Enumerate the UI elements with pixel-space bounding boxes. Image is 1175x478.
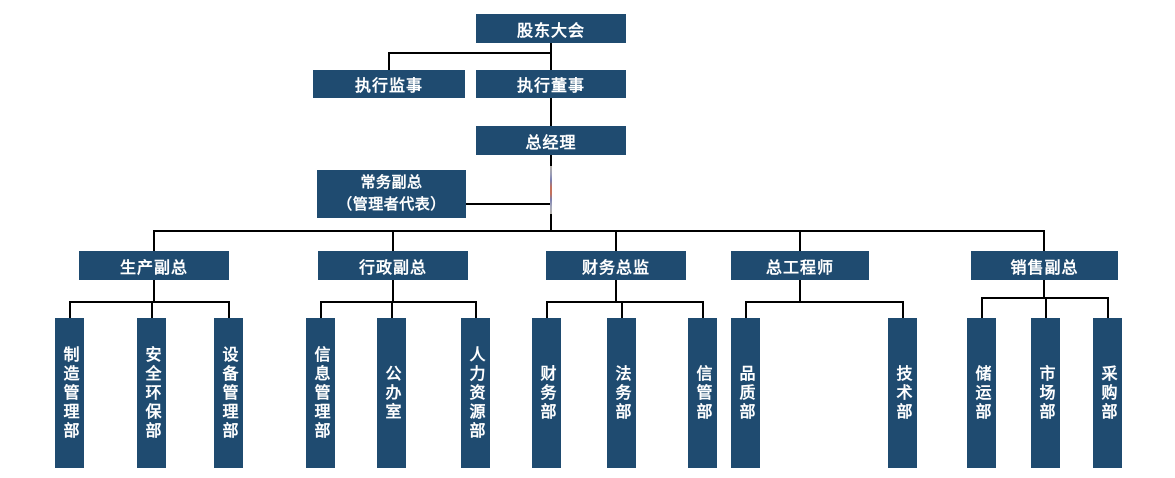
connector-line	[799, 230, 801, 251]
connector-line	[391, 301, 393, 318]
dept-legal: 法务部	[607, 318, 636, 468]
connector-line	[320, 301, 477, 303]
dept-label: 设备管理部	[219, 345, 239, 441]
node-chief-engineer: 总工程师	[731, 251, 869, 280]
connector-line	[702, 301, 704, 318]
connector-line	[981, 297, 983, 318]
connector-line	[550, 43, 552, 70]
dept-label: 安全环保部	[142, 345, 162, 441]
connector-line	[466, 203, 551, 205]
node-deputy-general-manager: 常务副总 （管理者代表）	[317, 170, 466, 218]
connector-line	[546, 301, 704, 303]
dept-finance: 财务部	[532, 318, 561, 468]
dept-label: 采购部	[1098, 364, 1118, 422]
node-label: 生产副总	[119, 257, 188, 277]
dept-technology: 技术部	[888, 318, 917, 468]
node-finance-director: 财务总监	[546, 251, 686, 280]
dept-label: 技术部	[893, 364, 913, 422]
dept-label: 储运部	[972, 364, 992, 422]
node-shareholders-meeting: 股东大会	[476, 14, 626, 43]
node-label: 总经理	[525, 132, 577, 152]
dept-label: 品质部	[736, 364, 756, 422]
dept-label: 信息管理部	[311, 345, 331, 441]
connector-line	[151, 301, 153, 318]
line-color-artifact	[550, 166, 552, 214]
dept-label: 人力资源部	[466, 345, 486, 441]
node-label: 总工程师	[765, 257, 834, 277]
connector-line	[69, 301, 230, 303]
connector-line	[1043, 230, 1045, 251]
connector-line	[615, 230, 617, 251]
dept-safety-environment: 安全环保部	[137, 318, 166, 468]
node-label: 执行监事	[354, 76, 423, 95]
connector-line	[228, 301, 230, 318]
node-label: 股东大会	[516, 20, 585, 40]
node-executive-supervisor: 执行监事	[313, 70, 465, 98]
dept-equipment-mgmt: 设备管理部	[214, 318, 243, 468]
dept-marketing: 市场部	[1031, 318, 1060, 468]
connector-line	[546, 301, 548, 318]
connector-line	[320, 301, 322, 318]
connector-line	[388, 52, 552, 54]
dept-human-resources: 人力资源部	[461, 318, 490, 468]
node-admin-vp: 行政副总	[318, 251, 468, 280]
dept-storage-transport: 储运部	[967, 318, 996, 468]
dept-label: 公办室	[382, 364, 402, 422]
node-sublabel: （管理者代表）	[337, 195, 446, 213]
connector-line	[615, 280, 617, 303]
connector-line	[1107, 297, 1109, 318]
dept-purchasing: 采购部	[1093, 318, 1122, 468]
node-production-vp: 生产副总	[79, 251, 229, 280]
dept-label: 市场部	[1036, 364, 1056, 422]
node-label: 销售副总	[1010, 257, 1079, 277]
connector-line	[621, 301, 623, 318]
connector-line	[799, 280, 801, 303]
connector-line	[153, 230, 1045, 232]
node-sales-vp: 销售副总	[971, 251, 1118, 280]
dept-info-mgmt: 信息管理部	[306, 318, 335, 468]
connector-line	[1043, 280, 1045, 299]
connector-line	[902, 301, 904, 318]
dept-label: 法务部	[612, 364, 632, 422]
connector-line	[745, 301, 904, 303]
dept-label: 制造管理部	[60, 345, 80, 441]
dept-quality: 品质部	[731, 318, 760, 468]
connector-line	[1045, 297, 1047, 318]
connector-line	[475, 301, 477, 318]
node-general-manager: 总经理	[476, 126, 626, 155]
connector-line	[153, 280, 155, 303]
node-label: 执行董事	[516, 76, 585, 95]
dept-manufacturing-mgmt: 制造管理部	[55, 318, 84, 468]
connector-line	[550, 98, 552, 126]
connector-line	[153, 230, 155, 251]
connector-line	[745, 301, 747, 318]
dept-label: 信管部	[693, 364, 713, 422]
dept-office: 公办室	[377, 318, 406, 468]
connector-line	[69, 301, 71, 318]
node-label: 财务总监	[581, 257, 650, 277]
dept-credit-mgmt: 信管部	[688, 318, 717, 468]
node-label: 常务副总	[360, 173, 423, 192]
node-executive-director: 执行董事	[476, 70, 626, 98]
connector-line	[388, 52, 390, 70]
node-label: 行政副总	[358, 257, 427, 277]
connector-line	[392, 230, 394, 251]
connector-line	[392, 280, 394, 303]
dept-label: 财务部	[537, 364, 557, 422]
